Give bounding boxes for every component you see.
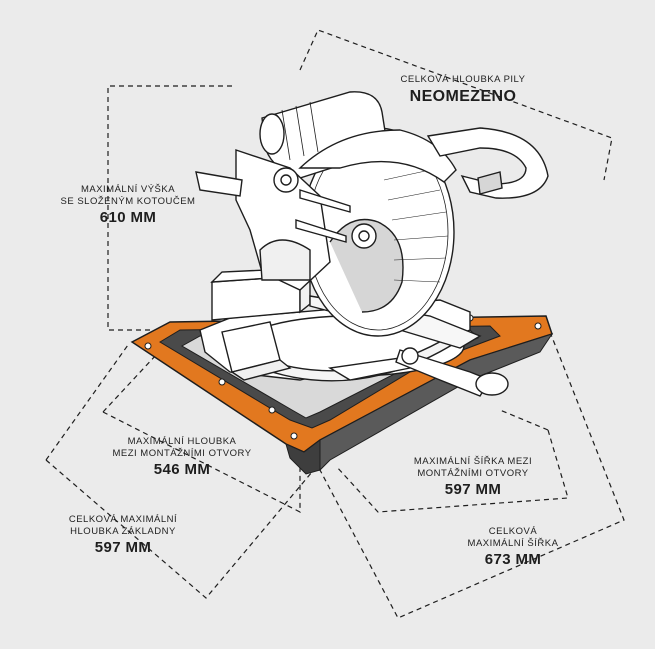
label-width-holes-value: 597 MM bbox=[444, 480, 502, 498]
motor-head bbox=[195, 91, 549, 291]
label-saw-depth-value: NEOMEZENO bbox=[409, 87, 517, 105]
label-width-holes-line2: MONTÁŽNÍMI OTVORY bbox=[417, 467, 529, 479]
label-base-depth: CELKOVÁ MAXIMÁLNÍ HLOUBKA ZÁKLADNY 597 M… bbox=[48, 514, 198, 558]
label-total-width-line1: CELKOVÁ bbox=[488, 526, 538, 537]
label-height-line2: SE SLOŽENÝM KOTOUČEM bbox=[60, 195, 196, 207]
label-depth-holes: MAXIMÁLNÍ HLOUBKA MEZI MONTÁŽNÍMI OTVORY… bbox=[92, 436, 272, 480]
label-depth-holes-line1: MAXIMÁLNÍ HLOUBKA bbox=[127, 436, 237, 447]
label-total-width-value: 673 MM bbox=[484, 550, 542, 568]
label-base-depth-value: 597 MM bbox=[94, 538, 152, 556]
label-width-holes-line1: MAXIMÁLNÍ ŠÍŘKA MEZI bbox=[413, 456, 533, 467]
blade-assembly bbox=[301, 127, 455, 337]
label-depth-holes-value: 546 MM bbox=[153, 460, 211, 478]
label-height-line1: MAXIMÁLNÍ VÝŠKA bbox=[80, 184, 176, 195]
label-width-holes: MAXIMÁLNÍ ŠÍŘKA MEZI MONTÁŽNÍMI OTVORY 5… bbox=[398, 456, 548, 500]
label-base-depth-line2: HLOUBKA ZÁKLADNY bbox=[70, 525, 176, 537]
label-depth-holes-line2: MEZI MONTÁŽNÍMI OTVORY bbox=[112, 447, 252, 459]
label-base-depth-line1: CELKOVÁ MAXIMÁLNÍ bbox=[68, 514, 178, 525]
label-height: MAXIMÁLNÍ VÝŠKA SE SLOŽENÝM KOTOUČEM 610… bbox=[38, 184, 218, 228]
label-saw-depth: CELKOVÁ HLOUBKA PILY NEOMEZENO bbox=[378, 74, 548, 107]
label-height-value: 610 MM bbox=[99, 208, 157, 226]
label-total-width: CELKOVÁ MAXIMÁLNÍ ŠÍŘKA 673 MM bbox=[438, 526, 588, 570]
label-saw-depth-line1: CELKOVÁ HLOUBKA PILY bbox=[400, 74, 526, 85]
label-total-width-line2: MAXIMÁLNÍ ŠÍŘKA bbox=[467, 537, 559, 549]
